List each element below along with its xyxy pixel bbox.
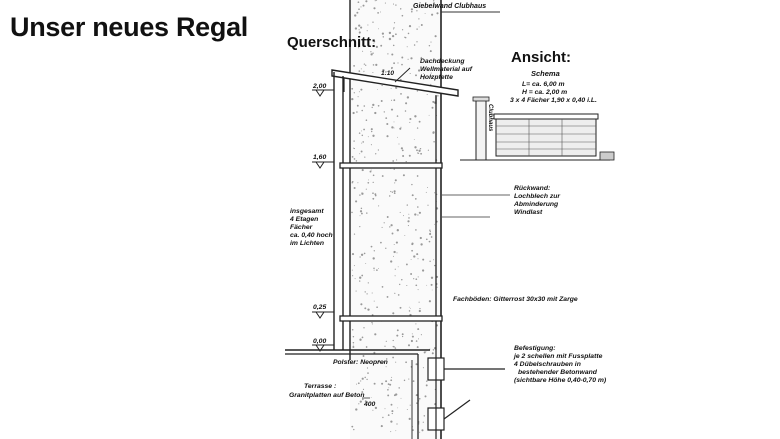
total-label-5: im Lichten (290, 240, 324, 247)
rear-wall-label-2: Lochblech zur (514, 193, 560, 200)
level-000: 0,00 (313, 338, 326, 345)
total-label-2: 4 Etagen (289, 216, 318, 223)
fixing-label-1: Befestigung: (514, 345, 556, 352)
roof-label-1: Dachdeckung (420, 58, 465, 65)
slope-label: 1:10 (381, 70, 394, 77)
total-label-3: Fächer (290, 224, 313, 231)
terrace-slab (285, 349, 430, 439)
schema-length: L= ca. 6,00 m (522, 81, 565, 88)
schema-compartments: 3 x 4 Fächer 1,90 x 0,40 i.L. (510, 97, 597, 104)
rear-wall-label-3: Abminderung (513, 201, 559, 208)
level-160: 1,60 (313, 154, 326, 161)
level-200: 2,00 (312, 83, 326, 90)
terrace-label-2: Granitplatten auf Beton (289, 392, 365, 399)
elevation-view (460, 96, 615, 161)
gable-wall-label: Giebelwand Clubhaus (413, 3, 486, 10)
gable-wall (349, 0, 442, 439)
total-label-1: insgesamt (290, 208, 324, 215)
total-label-4: ca. 0,40 hoch (290, 232, 333, 239)
cross-section-heading: Querschnitt: (287, 34, 376, 51)
shelf-boards (339, 162, 443, 322)
roof-label-2: Wellmaterial auf (420, 66, 473, 73)
pad-label: Polster: Neopren (333, 359, 388, 366)
fixing-label-2: je 2 schellen mit Fussplatte (513, 353, 603, 360)
posts (333, 72, 437, 350)
shelves-label: Fachböden: Gitterrost 30x30 mit Zarge (453, 296, 578, 303)
level-markers (312, 89, 334, 352)
clubhaus-vertical-label: Clubhaus (487, 104, 493, 132)
slide-title: Unser neues Regal (10, 12, 248, 42)
wall-clamps (427, 350, 505, 439)
fixing-label-4: bestehender Betonwand (518, 369, 598, 376)
schema-title: Schema (531, 69, 560, 78)
terrace-label-1: Terrasse : (304, 383, 336, 390)
dimension-400: 400 (363, 401, 376, 408)
fixing-label-3: 4 Dübelschrauben in (513, 361, 581, 368)
roof-label-3: Holzpfette (420, 74, 453, 81)
view-heading: Ansicht: (511, 49, 571, 66)
level-025: 0,25 (313, 304, 326, 311)
diagram-labels: Querschnitt: Ansicht: Giebelwand Clubhau… (287, 3, 607, 408)
rear-wall-label-4: Windlast (514, 209, 543, 216)
fixing-label-5: (sichtbare Höhe 0,40-0,70 m) (514, 377, 607, 384)
schema-height: H = ca. 2,00 m (522, 89, 567, 96)
leader-lines (362, 194, 510, 399)
rear-wall-label-1: Rückwand: (514, 185, 550, 192)
